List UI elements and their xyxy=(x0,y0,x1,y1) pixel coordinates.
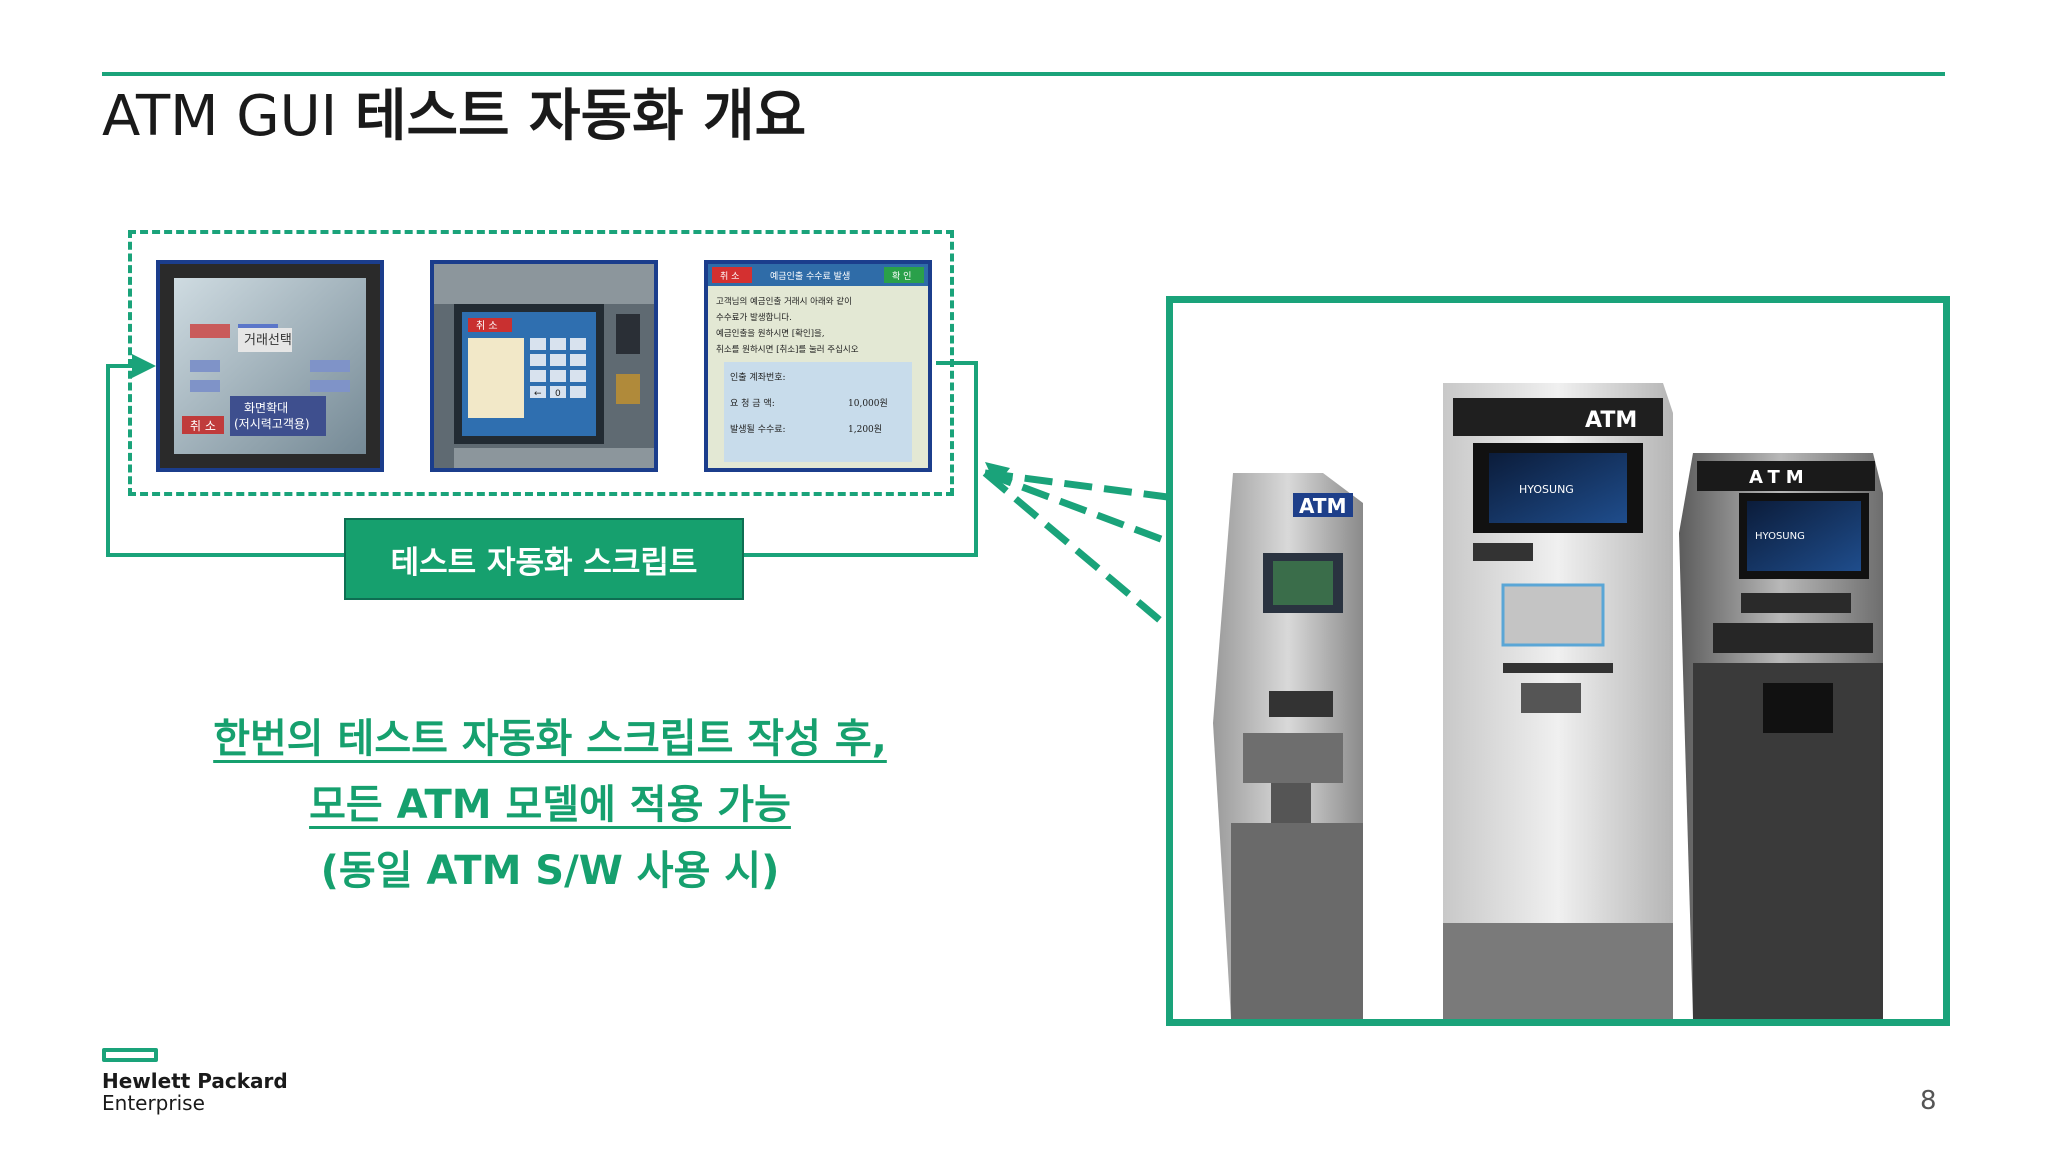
top-rule xyxy=(102,72,1945,76)
screen3-line-4: 취소를 원하시면 [취소]를 눌러 주십시오 xyxy=(716,344,859,355)
atm-middle: ATM HYOSUNG xyxy=(1443,383,1673,1019)
atm-middle-label: ATM xyxy=(1585,408,1637,433)
screen2-text-1: 취 소 xyxy=(476,320,498,332)
screen3-fee-label: 발생될 수수료: xyxy=(730,424,786,435)
title-en: ATM GUI xyxy=(102,84,338,149)
atm-screen-thumb-2: 취 소 0 ← xyxy=(430,260,658,472)
hpe-brand-line2: Enterprise xyxy=(102,1091,205,1115)
screen3-amount-value: 10,000원 xyxy=(848,398,888,409)
hpe-brand-line1: Hewlett Packard xyxy=(102,1069,288,1093)
script-label-box: 테스트 자동화 스크립트 xyxy=(344,518,744,600)
atm-left-label: ATM xyxy=(1299,494,1346,518)
message-line-3-text: (동일 ATM S/W 사용 시) xyxy=(320,848,780,894)
title-ko: 테스트 자동화 개요 xyxy=(355,84,807,149)
screen3-cancel: 취 소 xyxy=(720,271,739,282)
atm-right-screen-brand: HYOSUNG xyxy=(1755,531,1805,542)
page-title: ATM GUI 테스트 자동화 개요 xyxy=(102,82,806,152)
atm-screen-thumb-1: 거래선택 화면확대 (저시력고객용) 취 소 xyxy=(156,260,384,472)
screen3-line-3: 예금인출을 원하시면 [확인]을, xyxy=(716,328,825,339)
screens-group xyxy=(128,230,954,496)
screen1-text-4: 취 소 xyxy=(190,419,216,433)
atm-models-photo: ATM ATM HYOSUNG ATM xyxy=(1166,296,1950,1026)
message-line-2-text: 모든 ATM 모델에 적용 가능 xyxy=(309,782,791,828)
screen2-text-2: 0 xyxy=(555,389,561,399)
screen3-fee-value: 1,200원 xyxy=(848,424,882,435)
message-line-1-text: 한번의 테스트 자동화 스크립트 작성 후, xyxy=(213,716,887,762)
atm-middle-screen-brand: HYOSUNG xyxy=(1519,483,1574,496)
atm-right: ATM HYOSUNG xyxy=(1679,453,1883,1019)
hpe-logo-mark xyxy=(102,1048,158,1062)
screen3-amount-label: 요 청 금 액: xyxy=(730,397,775,409)
atm-right-label: ATM xyxy=(1749,467,1810,488)
atm-screen-thumb-3: 취 소 예금인출 수수료 발생 확 인 고객님의 예금인출 거래시 아래와 같이… xyxy=(704,260,932,472)
hpe-logo: Hewlett Packard Enterprise xyxy=(102,1048,288,1114)
script-label: 테스트 자동화 스크립트 xyxy=(390,544,698,581)
message-line-1: 한번의 테스트 자동화 스크립트 작성 후, xyxy=(100,706,1000,764)
page-number: 8 xyxy=(1920,1086,1937,1116)
screen2-text-3: ← xyxy=(534,389,542,399)
screen3-line-1: 고객님의 예금인출 거래시 아래와 같이 xyxy=(716,296,852,307)
screen3-confirm: 확 인 xyxy=(892,270,911,282)
pointer-arrow-head xyxy=(985,462,1010,486)
screen1-text-2: 화면확대 xyxy=(244,401,288,415)
message-line-2: 모든 ATM 모델에 적용 가능 xyxy=(100,772,1000,830)
atm-left: ATM xyxy=(1213,473,1363,1019)
screen1-text-1: 거래선택 xyxy=(244,333,292,348)
screen3-account-label: 인출 계좌번호: xyxy=(730,371,786,383)
message-line-3: (동일 ATM S/W 사용 시) xyxy=(100,838,1000,896)
screen3-header: 예금인출 수수료 발생 xyxy=(770,271,850,282)
screen3-line-2: 수수료가 발생합니다. xyxy=(716,312,792,323)
screen1-text-3: (저시력고객용) xyxy=(234,417,310,431)
